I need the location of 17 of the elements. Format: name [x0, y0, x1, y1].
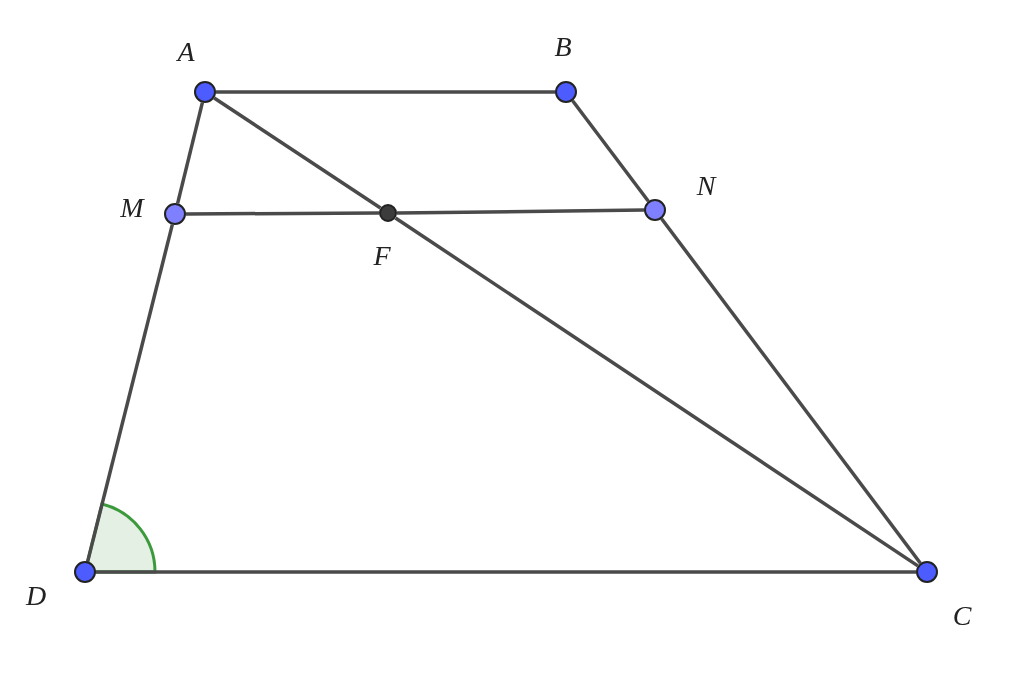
line-segment: [86, 224, 174, 562]
line-segment: [213, 96, 382, 210]
line-segment: [186, 211, 379, 216]
line-segment: [397, 208, 645, 215]
line-segment: [660, 217, 922, 565]
point-label: A: [175, 36, 196, 68]
line-segment: [394, 216, 919, 568]
point-label: M: [119, 192, 146, 224]
line-segment: [96, 570, 916, 574]
line-segment: [571, 99, 650, 203]
point-label: C: [951, 600, 973, 632]
point-label: B: [553, 31, 573, 63]
line-segment: [175, 102, 205, 204]
point-label: F: [372, 240, 392, 272]
line-segment: [216, 90, 555, 94]
point-label: N: [695, 170, 718, 202]
point-label: D: [24, 580, 48, 612]
